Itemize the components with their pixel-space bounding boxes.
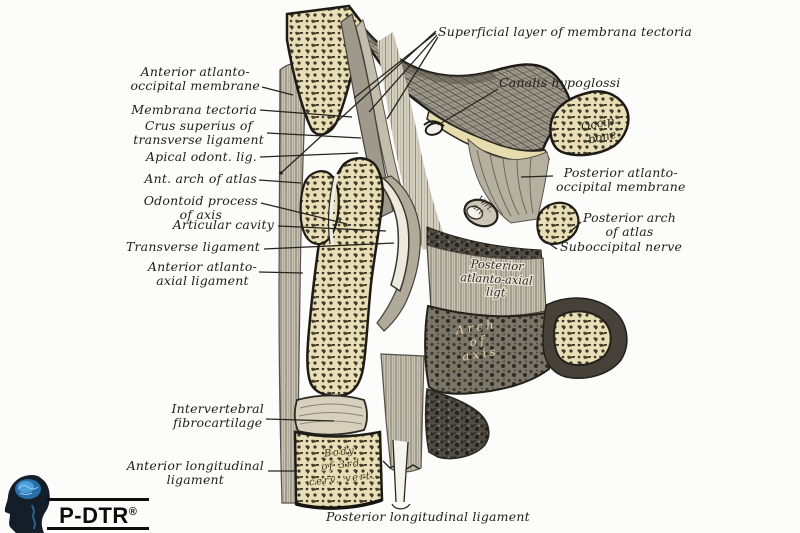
label-odontoid-process: Odontoid process of axis <box>144 194 258 221</box>
deep-vertical-fibers <box>377 32 447 250</box>
brain-glow-inner <box>18 481 34 493</box>
aoa-line1: Arch <box>454 317 498 338</box>
leader-superficial-fan-3 <box>368 34 438 113</box>
leader-lines <box>258 30 582 472</box>
label-line: Intervertebral <box>171 401 264 416</box>
c3-line2: of 3rd <box>321 458 361 473</box>
paa-line3: ligt <box>486 284 506 299</box>
pll-strip-edges <box>392 439 409 503</box>
posterior-arch-atlas-shape <box>536 201 580 245</box>
label-anterior-atlanto-axial-ligament: Anterior atlanto- axial ligament <box>148 260 257 287</box>
label-line: of atlas <box>605 223 654 239</box>
label-line: of axis <box>179 206 223 222</box>
leader-anterior-atlanto-occipital <box>261 86 294 96</box>
label-line: Posterior arch <box>583 210 676 225</box>
c3-body-bottom-edge <box>295 498 383 510</box>
label-articular-cavity: Articular cavity <box>172 217 274 232</box>
aoa-line2: of <box>468 333 488 350</box>
label-posterior-arch-of-atlas: Posterior arch of atlas <box>583 211 676 238</box>
label-membrana-tectoria: Membrana tectoria <box>131 102 257 117</box>
pll-brace <box>391 503 411 510</box>
leader-apical-odont <box>259 152 359 158</box>
pdtr-brand-name: P-DTR <box>59 503 129 528</box>
label-line: Anterior longitudinal <box>126 458 264 473</box>
label-line: fibrocartilage <box>173 414 263 430</box>
pdtr-region-text: USA <box>47 531 149 533</box>
label-line: Anterior atlanto- <box>140 64 250 79</box>
axis-lamina-shape <box>424 388 490 460</box>
label-anterior-longitudinal-ligament: Anterior longitudinal ligament <box>127 459 264 486</box>
leader-post-arch-atlas <box>568 221 582 234</box>
leader-suboccipital <box>538 236 558 250</box>
leader-superficial-fan-4 <box>386 36 439 120</box>
leader-odontoid <box>260 202 348 225</box>
spinous-process-bone <box>553 310 612 366</box>
label-line: Crus superius of <box>144 118 253 133</box>
label-canalis-hypoglossi: Canalis hypoglossi <box>499 75 621 90</box>
leader-superficial-fan-2 <box>353 32 437 99</box>
label-crus-superius: Crus superius of transverse ligament <box>133 119 264 146</box>
leader-ant-atlanto-axial <box>258 271 304 274</box>
membrane-fiber-lines <box>476 149 534 217</box>
label-line: Anterior atlanto- <box>147 259 257 274</box>
label-line: axial ligament <box>156 272 249 288</box>
leader-intervertebral <box>265 418 335 422</box>
label-posterior-atlanto-occipital-membrane: Posterior atlanto- occipital membrane <box>556 166 686 193</box>
label-apical-odont-lig: Apical odont. lig. <box>145 149 257 164</box>
label-anterior-atlanto-occipital-membrane: Anterior atlanto- occipital membrane <box>130 65 260 92</box>
leader-canalis <box>437 88 499 126</box>
leader-membrana-tectoria <box>259 109 353 118</box>
posterior-atlanto-axial-figure-text: Posterior atlanto-axial ligt <box>459 255 535 300</box>
occip-text-line2: bone <box>587 127 618 147</box>
label-suboccipital-nerve: Suboccipital nerve <box>560 239 683 254</box>
pdtr-logo: P-DTR® USA <box>0 471 170 533</box>
spine-trace <box>31 504 37 530</box>
leader-articular-cavity <box>277 225 387 232</box>
label-line: Posterior atlanto- <box>563 165 678 180</box>
aoa-line3: axis <box>461 344 500 364</box>
pdtr-brand-text: P-DTR® <box>47 498 149 530</box>
leader-transverse-ligament <box>263 242 395 250</box>
label-line: transverse ligament <box>133 131 264 147</box>
posterior-atlanto-occipital-membrane-shape <box>467 137 550 224</box>
c3-line1: Body <box>323 445 356 459</box>
leader-superficial-fan-1 <box>280 30 437 174</box>
canalis-hypoglossi-foramen <box>424 122 444 136</box>
label-superficial-layer-membrana-tectoria: Superficial layer of membrana tectoria <box>438 24 693 39</box>
paa-line2: atlanto-axial <box>460 270 533 288</box>
brain-head-logo-icon <box>4 475 50 533</box>
label-line: ligament <box>166 471 225 487</box>
label-line: occipital membrane <box>556 178 686 194</box>
label-intervertebral-fibrocartilage: Intervertebral fibrocartilage <box>172 402 264 429</box>
occipital-bone-section <box>549 90 630 157</box>
atlas-dens-cavity-gap <box>328 173 339 247</box>
label-line: occipital membrane <box>130 77 260 93</box>
label-ant-arch-of-atlas: Ant. arch of atlas <box>144 171 257 186</box>
atlas-dens-cavity-line <box>327 175 335 245</box>
leader-crus-superius <box>266 132 362 139</box>
label-transverse-ligament: Transverse ligament <box>125 239 260 254</box>
posterior-longitudinal-ligament-strip <box>393 440 408 502</box>
label-line: Odontoid process <box>143 193 258 208</box>
leader-ant-arch-atlas <box>258 179 302 184</box>
pdtr-wordmark: P-DTR® USA <box>47 498 149 533</box>
registered-trademark-symbol: ® <box>128 506 137 518</box>
articular-cavity-shape <box>371 170 410 293</box>
leader-fan-endpoint-dot <box>279 171 283 175</box>
label-posterior-longitudinal-ligament: Posterior longitudinal ligament <box>326 509 530 524</box>
vertebral-artery <box>463 198 499 228</box>
paa-line1: Posterior <box>469 257 525 274</box>
arch-of-axis-figure-text: Arch of axis <box>454 317 500 364</box>
canalis-rim <box>423 120 445 127</box>
leader-post-atlanto-occipital <box>520 175 554 178</box>
arch-of-axis-shape <box>424 304 554 395</box>
brain-circuit-lines <box>17 484 39 495</box>
occip-bone-figure-text: Occip. bone <box>580 112 619 147</box>
